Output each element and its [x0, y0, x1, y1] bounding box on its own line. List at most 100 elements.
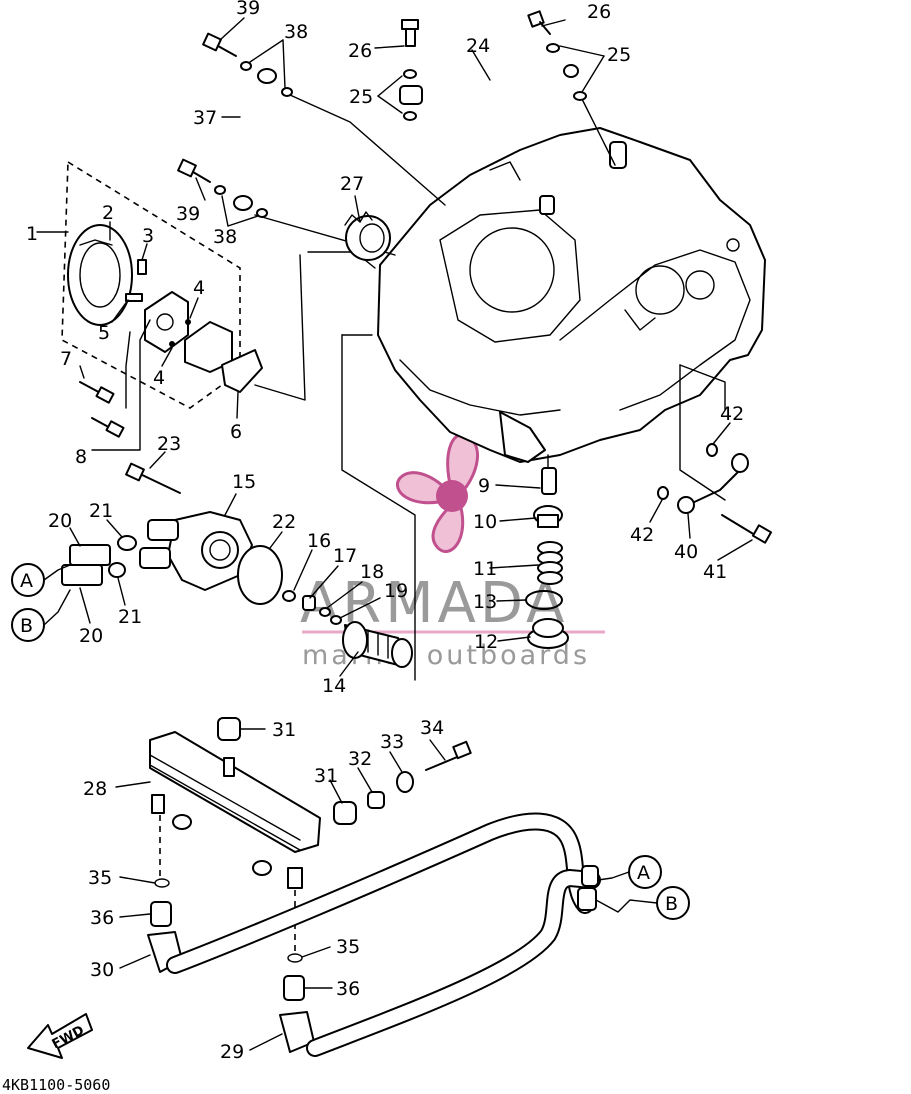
callout-20: 20 [48, 510, 72, 532]
part-3-pin [137, 259, 147, 275]
callout-24: 24 [466, 35, 490, 57]
callout-1: 1 [26, 223, 38, 245]
part-14-oil-filter [342, 621, 413, 668]
callout-19: 19 [384, 580, 408, 602]
callout-34: 34 [420, 717, 444, 739]
leader-lines [36, 17, 753, 1051]
callout-20b: 20 [79, 625, 103, 647]
callout-5: 5 [98, 322, 110, 344]
part-22-o-ring [237, 545, 283, 605]
callout-41: 41 [703, 561, 727, 583]
callout-32: 32 [348, 748, 372, 770]
callout-22: 22 [272, 511, 296, 533]
part-17-plug [302, 595, 316, 611]
part-15-filter-housing [139, 511, 253, 591]
callout-40: 40 [674, 541, 698, 563]
callout-4b: 4 [153, 367, 165, 389]
callout-16: 16 [307, 530, 331, 552]
callout-27: 27 [340, 173, 364, 195]
connector-b-left: B [20, 615, 33, 637]
callout-25: 25 [607, 44, 631, 66]
callout-3: 3 [142, 225, 154, 247]
part-8-bolt [91, 417, 125, 438]
part-36b-collar [283, 975, 305, 1001]
callout-31: 31 [272, 719, 296, 741]
callout-11: 11 [473, 558, 497, 580]
part-11-spring [537, 541, 563, 585]
part-9-relief-valve [541, 467, 557, 495]
callout-9: 9 [478, 475, 490, 497]
oil-pipe-right [657, 443, 773, 544]
callout-38: 38 [284, 21, 308, 43]
callout-38b: 38 [213, 226, 237, 248]
part-29-oil-hose [279, 868, 601, 1057]
part-12-drain-plug [527, 618, 569, 649]
callout-14: 14 [322, 675, 346, 697]
oil-delivery-pipe-side [177, 32, 293, 218]
part-18-washer [319, 607, 331, 617]
callout-39: 39 [236, 0, 260, 19]
part-5-shaft [125, 293, 143, 302]
callout-25b: 25 [349, 86, 373, 108]
part-30-oil-hose [147, 812, 594, 974]
oil-delivery-pipe-upper [399, 10, 587, 121]
callout-35b: 35 [336, 936, 360, 958]
callout-6: 6 [230, 421, 242, 443]
connector-markers: A B A B [11, 563, 690, 920]
part-35b-o-ring [287, 953, 303, 963]
crankcase-assembly [377, 127, 766, 463]
callout-8: 8 [75, 446, 87, 468]
callout-21b: 21 [118, 606, 142, 628]
part-33-washer [396, 771, 414, 793]
callout-42: 42 [720, 403, 744, 425]
callout-26: 26 [348, 40, 372, 62]
callout-29: 29 [220, 1041, 244, 1063]
connector-a-right: A [637, 862, 650, 884]
part-34-bolt [425, 740, 472, 771]
part-36-collar [150, 901, 172, 927]
callout-39b: 39 [176, 203, 200, 225]
part-35-o-ring [154, 878, 170, 888]
callout-36b: 36 [336, 978, 360, 1000]
part-10-valve-seat [533, 505, 563, 528]
part-23-bolt [125, 462, 181, 494]
callout-18: 18 [360, 561, 384, 583]
part-16-ring [282, 590, 296, 602]
part-27-gear [344, 211, 391, 261]
callout-12: 12 [474, 631, 498, 653]
oil-pump-group [61, 160, 263, 438]
callout-31b: 31 [314, 765, 338, 787]
part-7-bolt [79, 381, 115, 404]
part-6-gasket [221, 349, 263, 393]
callout-33: 33 [380, 731, 404, 753]
callout-28: 28 [83, 778, 107, 800]
callout-15: 15 [232, 471, 256, 493]
callout-35: 35 [88, 867, 112, 889]
callout-36: 36 [90, 907, 114, 929]
callout-2: 2 [102, 202, 114, 224]
callout-30: 30 [90, 959, 114, 981]
callout-labels: 39 38 26 26 24 25 25 37 39 38 27 1 2 3 4… [26, 0, 744, 1063]
part-19-washer [330, 615, 342, 625]
part-2-oil-pump-gear [67, 224, 133, 326]
callout-23: 23 [157, 433, 181, 455]
callout-13: 13 [473, 591, 497, 613]
forward-direction-arrow: FWD [27, 1013, 93, 1059]
part-32-collar [367, 791, 385, 809]
callout-42b: 42 [630, 524, 654, 546]
callout-37: 37 [193, 107, 217, 129]
connector-a-left: A [20, 570, 33, 592]
part-21-washer [117, 535, 137, 551]
callout-4: 4 [193, 277, 205, 299]
callout-7: 7 [60, 348, 72, 370]
part-20-union-bolt [61, 544, 111, 586]
part-31-grommet [217, 717, 241, 777]
callout-21: 21 [89, 500, 113, 522]
part-oil-pump-cover [144, 291, 189, 353]
callout-10: 10 [473, 511, 497, 533]
callout-17: 17 [333, 545, 357, 567]
connector-b-right: B [665, 893, 678, 915]
callout-26b: 26 [587, 1, 611, 23]
part-31b-grommet [333, 801, 357, 825]
